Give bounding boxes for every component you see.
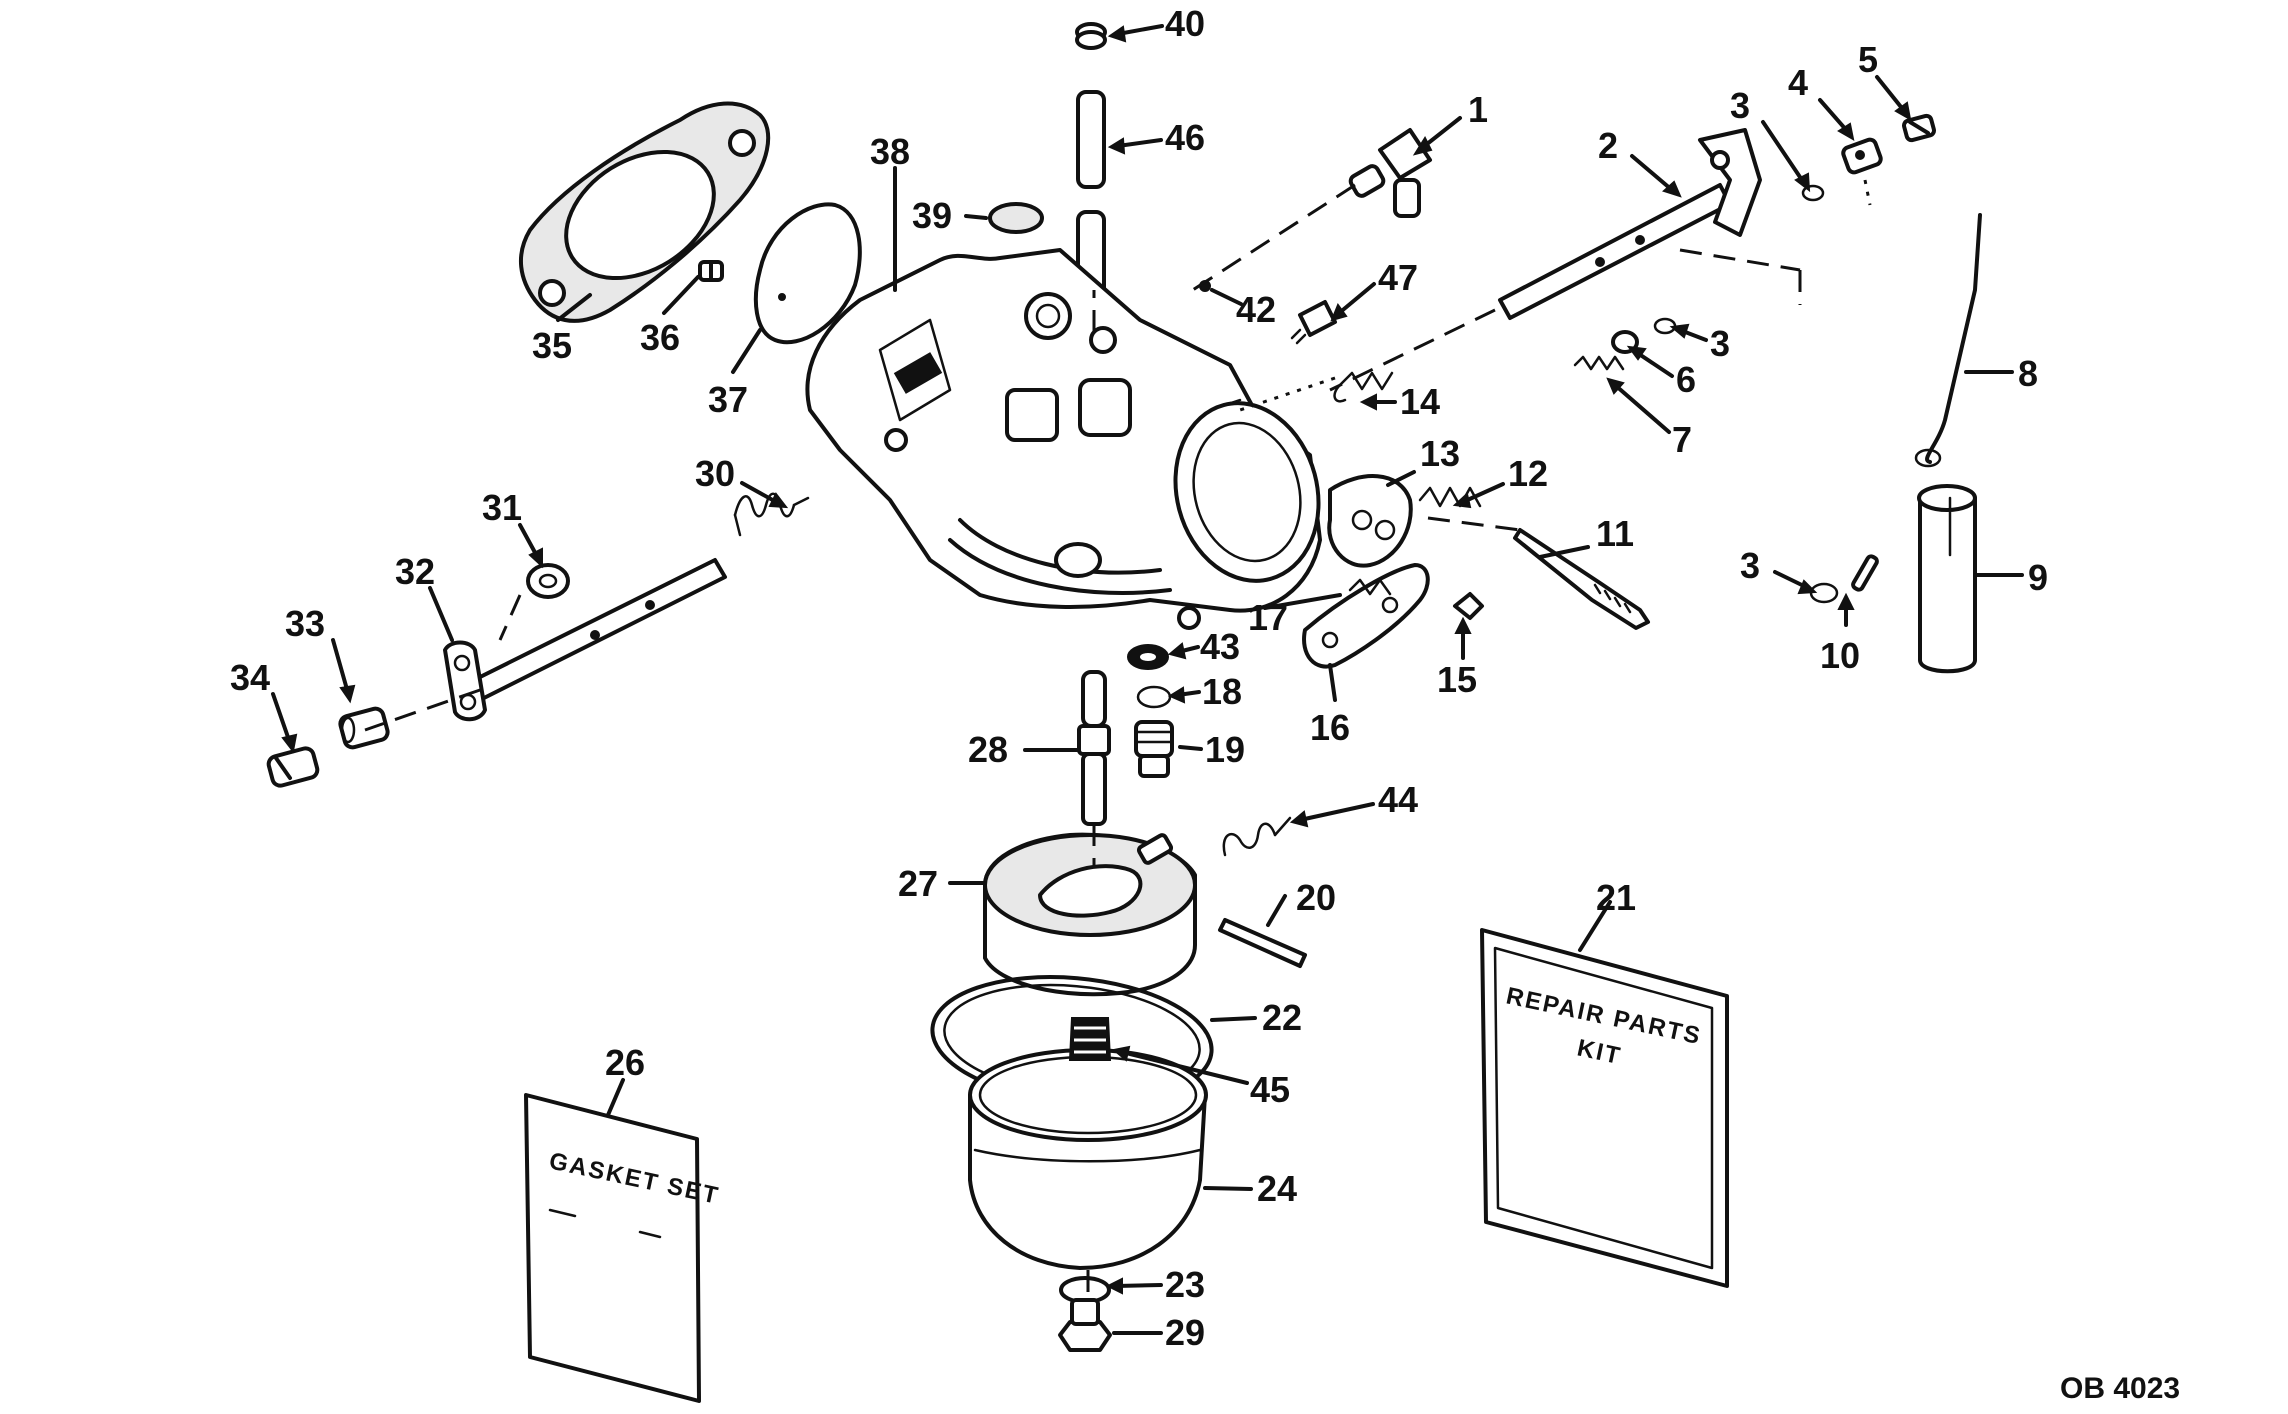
part-35-flange-gasket bbox=[518, 101, 771, 323]
callout-3b: 3 bbox=[1710, 323, 1730, 364]
callout-20: 20 bbox=[1296, 877, 1336, 918]
callout-27: 27 bbox=[898, 863, 938, 904]
callout-1: 1 bbox=[1468, 89, 1488, 130]
callout-14: 14 bbox=[1400, 381, 1440, 422]
callout-16: 16 bbox=[1310, 707, 1350, 748]
part-5-screw bbox=[1902, 113, 1936, 143]
part-32-shaft bbox=[443, 558, 727, 722]
part-2-shaft bbox=[1498, 128, 1762, 320]
part-44-spring bbox=[1222, 816, 1292, 857]
callout-44: 44 bbox=[1378, 779, 1418, 820]
callout-23: 23 bbox=[1165, 1264, 1205, 1305]
callout-42: 42 bbox=[1236, 289, 1276, 330]
part-38-carburetor-body bbox=[805, 248, 1322, 630]
part-30-spring bbox=[733, 492, 810, 537]
callout-9: 9 bbox=[2028, 557, 2048, 598]
callout-32: 32 bbox=[395, 551, 435, 592]
callout-5: 5 bbox=[1858, 39, 1878, 80]
part-33-bushing bbox=[338, 706, 390, 750]
callout-3a: 3 bbox=[1730, 85, 1750, 126]
callout-7: 7 bbox=[1672, 419, 1692, 460]
figure-code: OB 4023 bbox=[2060, 1372, 2180, 1405]
part-18-washer bbox=[1136, 685, 1172, 709]
callout-6: 6 bbox=[1676, 359, 1696, 400]
callout-22: 22 bbox=[1262, 997, 1302, 1038]
part-45-spring bbox=[1068, 1017, 1112, 1061]
callout-18: 18 bbox=[1202, 671, 1242, 712]
part-8-link-rod bbox=[1914, 213, 1982, 468]
callout-15: 15 bbox=[1437, 659, 1477, 700]
callout-29: 29 bbox=[1165, 1312, 1205, 1353]
callout-43: 43 bbox=[1200, 626, 1240, 667]
part-47-screw bbox=[1290, 300, 1337, 345]
part-36-screw bbox=[698, 260, 724, 282]
part-28-nozzle bbox=[1077, 670, 1111, 826]
part-31-nut bbox=[526, 563, 570, 599]
part-43-washer bbox=[1127, 644, 1169, 670]
part-9-cylinder bbox=[1917, 484, 1977, 674]
part-21-repair-parts-kit: REPAIR PARTS KIT bbox=[1480, 928, 1729, 1288]
part-10-pin bbox=[1851, 554, 1879, 592]
part-15-screw bbox=[1453, 592, 1484, 620]
callout-30: 30 bbox=[695, 453, 735, 494]
part-16-lever-plate bbox=[1302, 563, 1430, 669]
callout-31: 31 bbox=[482, 487, 522, 528]
part-19-valve-seat bbox=[1134, 720, 1174, 778]
part-39-plug bbox=[988, 202, 1044, 234]
callout-3c: 3 bbox=[1740, 545, 1760, 586]
part-12-spring bbox=[1418, 486, 1482, 508]
callout-19: 19 bbox=[1205, 729, 1245, 770]
callout-39: 39 bbox=[912, 195, 952, 236]
callout-24: 24 bbox=[1257, 1168, 1297, 1209]
callout-34: 34 bbox=[230, 657, 270, 698]
callout-21: 21 bbox=[1596, 877, 1636, 918]
callout-47: 47 bbox=[1378, 257, 1418, 298]
callout-37: 37 bbox=[708, 379, 748, 420]
callout-labels: 1 2 3 3 3 4 5 6 7 8 9 10 11 12 13 14 15 … bbox=[230, 3, 2048, 1353]
part-4-bushing bbox=[1841, 137, 1883, 175]
callout-12: 12 bbox=[1508, 453, 1548, 494]
callout-35: 35 bbox=[532, 325, 572, 366]
callout-4: 4 bbox=[1788, 62, 1808, 103]
part-34-screw bbox=[266, 746, 320, 788]
callout-33: 33 bbox=[285, 603, 325, 644]
assembly-lines bbox=[364, 179, 1872, 1300]
callout-26: 26 bbox=[605, 1042, 645, 1083]
callout-2: 2 bbox=[1598, 125, 1618, 166]
part-13-cam-plate bbox=[1327, 474, 1413, 568]
callout-13: 13 bbox=[1420, 433, 1460, 474]
part-26-gasket-set: GASKET SET bbox=[524, 1093, 722, 1403]
callout-46: 46 bbox=[1165, 117, 1205, 158]
part-14-spring bbox=[1333, 371, 1394, 403]
part-27-float bbox=[983, 832, 1197, 997]
part-17-spring bbox=[1348, 578, 1392, 596]
callout-45: 45 bbox=[1250, 1069, 1290, 1110]
part-24-float-bowl bbox=[968, 1048, 1208, 1270]
callout-11: 11 bbox=[1596, 513, 1634, 554]
part-20-hinge-pin bbox=[1218, 918, 1307, 968]
part-1-fitting bbox=[1348, 128, 1432, 218]
leader-lines bbox=[271, 24, 2024, 1335]
callout-17: 17 bbox=[1248, 597, 1288, 638]
callout-8: 8 bbox=[2018, 353, 2038, 394]
part-37-throttle-plate bbox=[753, 202, 862, 345]
part-40-cap bbox=[1075, 22, 1107, 50]
callout-40: 40 bbox=[1165, 3, 1205, 44]
callout-38: 38 bbox=[870, 131, 910, 172]
part-29-drain-plug bbox=[1058, 1298, 1112, 1352]
callout-28: 28 bbox=[968, 729, 1008, 770]
part-7-spring bbox=[1573, 355, 1625, 371]
callout-10: 10 bbox=[1820, 635, 1860, 676]
callout-36: 36 bbox=[640, 317, 680, 358]
